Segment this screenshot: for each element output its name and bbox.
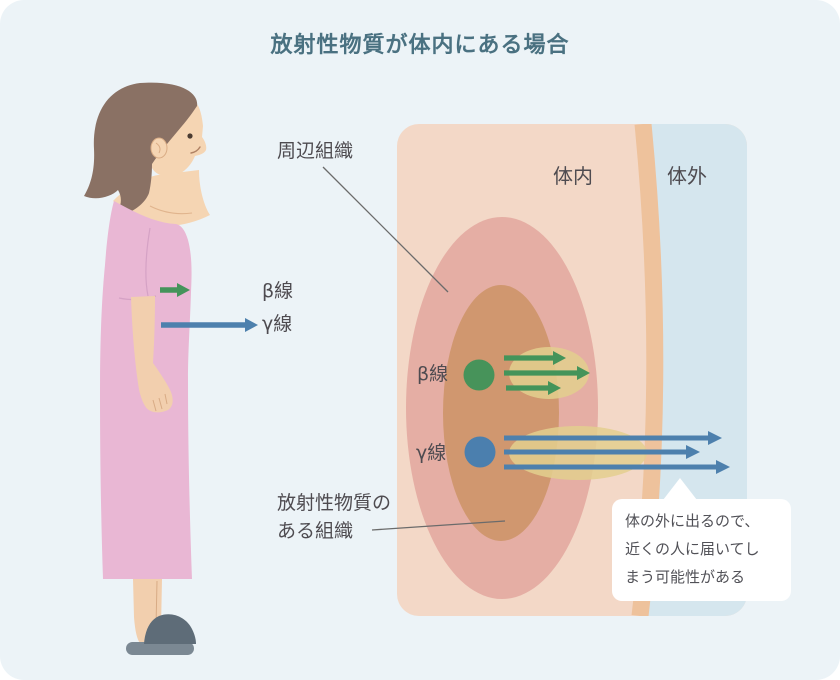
source-tissue-ellipse [443, 285, 559, 541]
smile [190, 146, 201, 154]
arm [131, 296, 173, 413]
surrounding-tissue-label: 周辺組織 [277, 140, 354, 162]
callout-line3: まう可能性がある [625, 568, 746, 586]
diagram-gamma-label: γ線 [416, 442, 447, 464]
person-beta-label: β線 [262, 280, 294, 302]
person-gamma-label: γ線 [262, 313, 293, 335]
finger-lines [152, 393, 168, 412]
gamma-source-dot [464, 436, 496, 468]
gamma-arrows [504, 431, 730, 474]
pointer-lines [322, 166, 506, 531]
source-tissue-label: 放射性物質の ある組織 [277, 489, 391, 545]
source-tissue-pointer-line [371, 520, 506, 531]
callout-pointer [663, 478, 697, 500]
body-cross-section-panel [397, 124, 747, 616]
collarbone-line [149, 205, 193, 215]
callout-line2: 近くの人に届いてし [625, 540, 760, 558]
hair [84, 82, 198, 218]
ear-inner-line [155, 142, 161, 154]
slipper-sole [126, 642, 194, 655]
person-beta-arrow [160, 283, 190, 297]
eye [187, 133, 193, 139]
woman-figure [84, 82, 210, 655]
beta-arrows [504, 351, 590, 395]
inside-body-label: 体内 [553, 164, 593, 188]
outside-body-label: 体外 [667, 164, 707, 188]
page-title: 放射性物質が体内にある場合 [270, 33, 570, 58]
source-tissue-label-line2: ある組織 [277, 520, 354, 542]
sleeve-seam-line [145, 227, 151, 297]
beta-source-dot [463, 359, 495, 391]
source-tissue-label-line1: 放射性物質の [277, 492, 392, 514]
surrounding-tissue-pointer-line [322, 166, 449, 293]
ear [150, 137, 168, 159]
slipper-upper [144, 614, 196, 644]
diagram-beta-label: β線 [417, 363, 449, 385]
callout-bubble: 体の外に出るので、 近くの人に届いてし まう可能性がある [612, 478, 791, 601]
person-gamma-arrow [161, 318, 258, 332]
callout-line1: 体の外に出るので、 [625, 512, 760, 530]
